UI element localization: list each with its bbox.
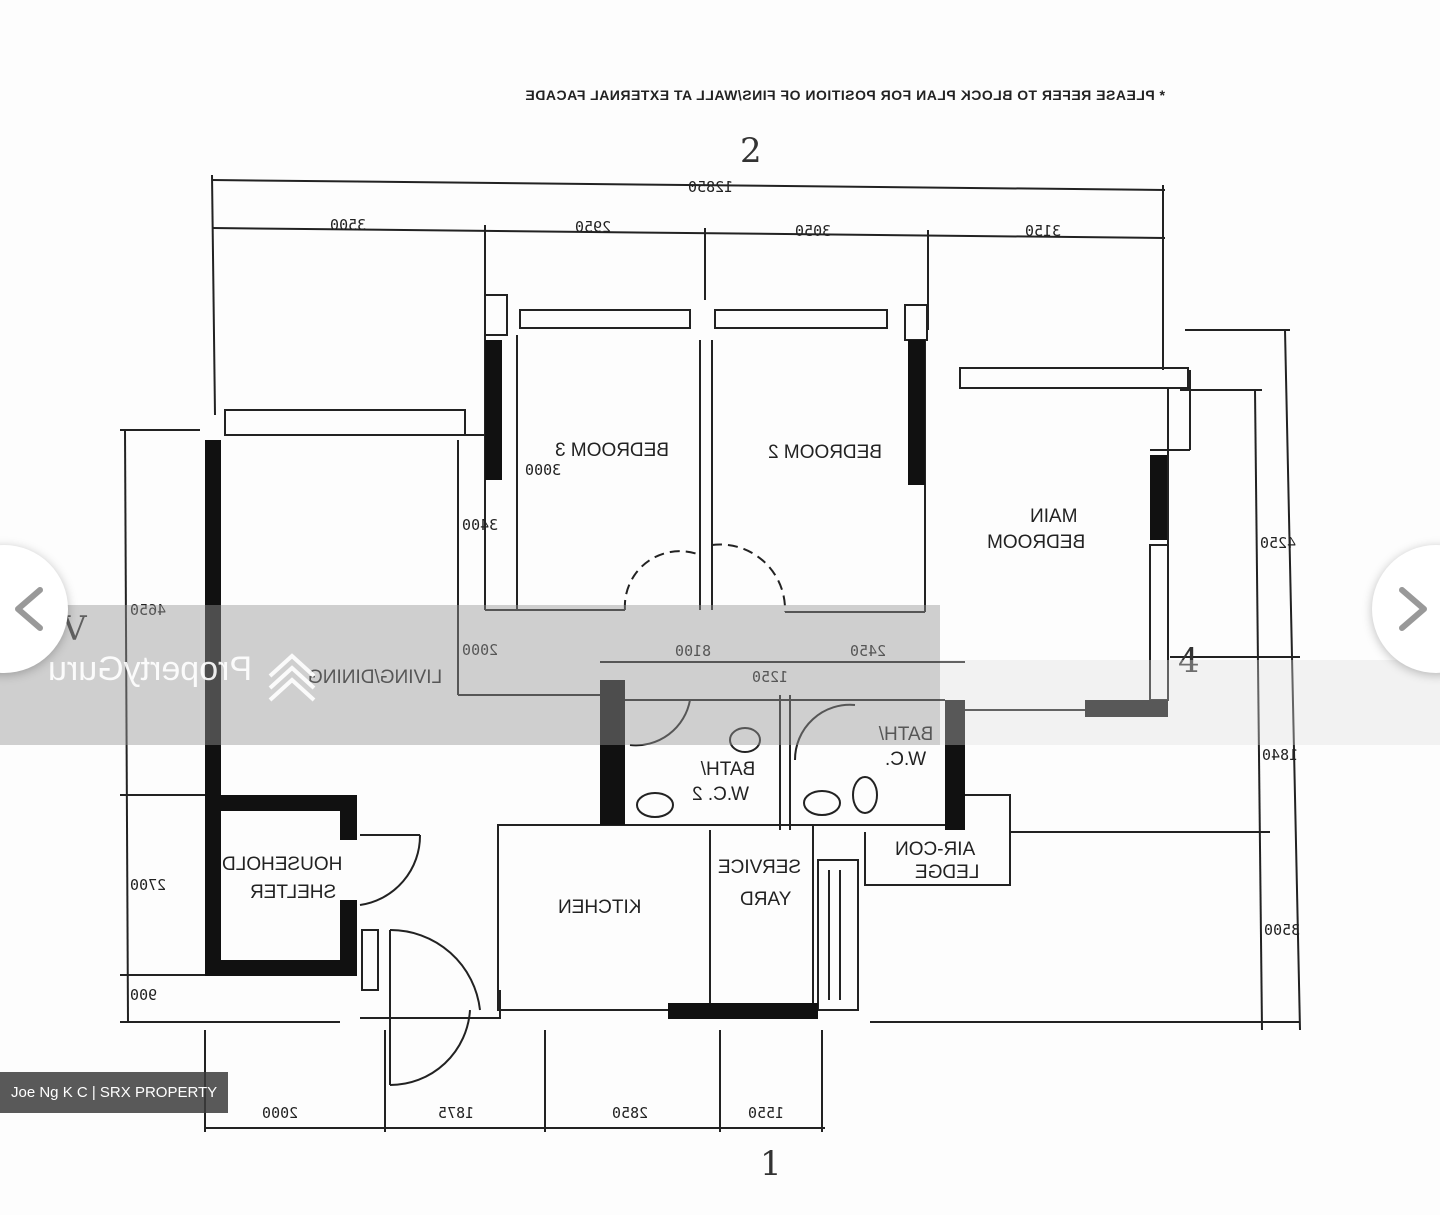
handwritten-mark: 1: [760, 1144, 782, 1184]
room-label-bedroom-3: BEDROOM 3: [555, 440, 669, 461]
dimension-label: 3050: [795, 222, 831, 240]
room-label-service-yard: SERVICE: [718, 857, 801, 878]
room-label-bath-2: BATH/: [700, 759, 755, 780]
room-label-household-shelter: HOUSEHOLD: [222, 854, 342, 875]
handwritten-mark: 4: [1178, 641, 1200, 681]
dimension-label: 2850: [612, 1104, 648, 1122]
dimension-label: 900: [130, 986, 157, 1004]
propertyguru-logo-icon: [268, 653, 316, 702]
room-label-bath-2: W.C. 2: [692, 784, 749, 805]
dimension-label: 4250: [1260, 534, 1296, 552]
dimension-label: 2000: [262, 1104, 298, 1122]
dimension-label: 2000: [462, 641, 498, 659]
dimension-label: 1875: [438, 1104, 474, 1122]
room-label-aircon-ledge: AIR-CON: [895, 839, 975, 860]
dimension-label: 3500: [330, 216, 366, 234]
room-label-kitchen: KITCHEN: [558, 897, 641, 918]
facade-note: * PLEASE REFER TO BLOCK PLAN FOR POSITIO…: [525, 87, 1165, 103]
watermark-band: [940, 660, 1440, 745]
room-label-bath-1: BATH/: [878, 724, 933, 745]
dimension-label: 8100: [675, 642, 711, 660]
room-label-living-dining: LIVING/DINING: [308, 667, 442, 688]
handwritten-mark: 2: [740, 131, 762, 171]
dimension-label: 1550: [748, 1104, 784, 1122]
room-label-main-bedroom: MAIN: [1030, 506, 1078, 527]
wall: [205, 440, 221, 975]
room-label-household-shelter: SHELTER: [250, 882, 336, 903]
dimension-label: 3500: [1264, 921, 1300, 939]
room-label-bath-1: W.C.: [885, 749, 926, 770]
watermark-text: PropertyGuru: [48, 650, 253, 688]
room-label-bedroom-2: BEDROOM 2: [768, 442, 882, 463]
dimension-label: 1840: [1262, 746, 1298, 764]
dimension-label: 2950: [575, 218, 611, 236]
dimension-label: 3150: [1025, 222, 1061, 240]
chevron-right-icon: [1399, 587, 1427, 631]
dimension-label: 1250: [752, 668, 788, 686]
photo-credit: Joe Ng K C | SRX PROPERTY: [0, 1072, 229, 1113]
dimension-label: 2700: [130, 876, 166, 894]
room-label-service-yard: YARD: [740, 889, 791, 910]
room-label-main-bedroom: BEDROOM: [987, 532, 1085, 553]
dimension-label: 3000: [525, 461, 561, 479]
room-label-aircon-ledge: LEDGE: [915, 862, 979, 883]
watermark-band: [0, 605, 940, 745]
dimension-label: 12850: [688, 178, 733, 196]
dimension-label: 2450: [850, 642, 886, 660]
chevron-left-icon: [15, 587, 43, 631]
dimension-line: [211, 227, 1166, 239]
dimension-line: [211, 179, 1166, 191]
dimension-label: 4650: [130, 601, 166, 619]
dimension-label: 3400: [462, 516, 498, 534]
